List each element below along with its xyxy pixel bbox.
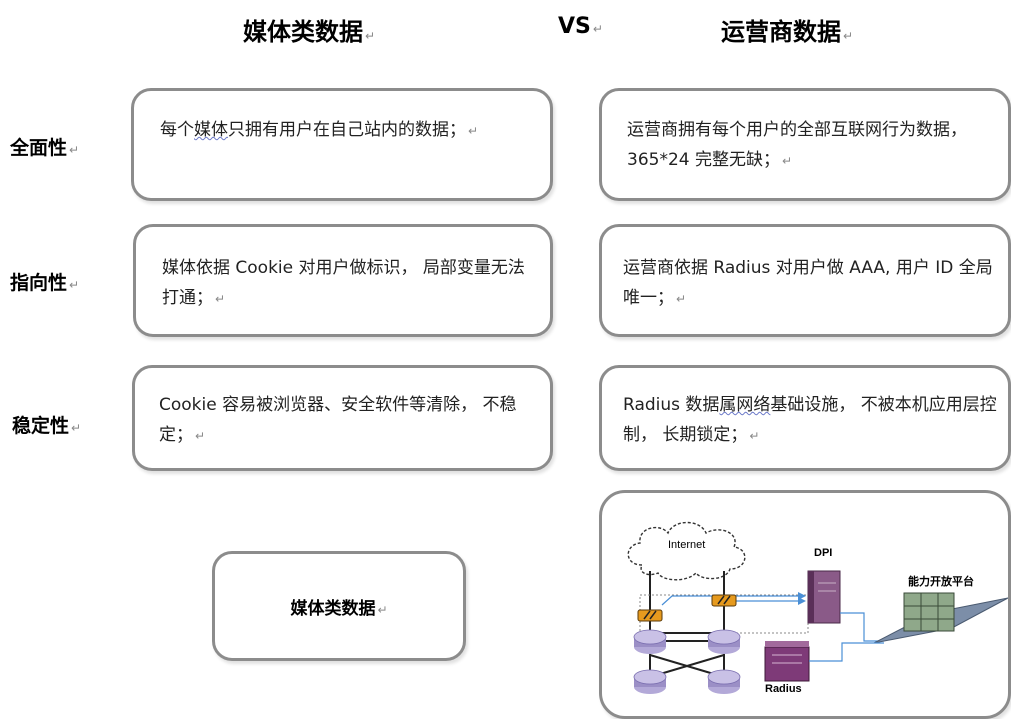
media-completeness-text: 每个媒体只拥有用户在自己站内的数据；↵: [160, 120, 479, 140]
open-platform-icon: [873, 592, 1008, 644]
router-icon-3: [633, 669, 667, 694]
header-media-title: 媒体类数据↵: [243, 18, 376, 46]
carrier-stability-card: Radius 数据属网络基础设施， 不被本机应用层控制， 长期锁定；↵: [599, 365, 1011, 471]
row-label-stability: 稳定性↵: [12, 415, 82, 437]
media-data-box-label: 媒体类数据↵: [290, 599, 388, 619]
carrier-stability-text: Radius 数据属网络基础设施， 不被本机应用层控制， 长期锁定；↵: [623, 395, 997, 445]
media-stability-text: Cookie 容易被浏览器、安全软件等清除， 不稳定；↵: [159, 395, 517, 445]
media-data-box: 媒体类数据↵: [212, 551, 466, 661]
row-label-completeness: 全面性↵: [10, 137, 80, 159]
internet-cloud-icon: [627, 521, 746, 581]
carrier-directivity-text: 运营商依据 Radius 对用户做 AAA, 用户 ID 全局唯一；↵: [623, 258, 993, 308]
internet-label: Internet: [668, 539, 706, 551]
row-label-directivity: 指向性↵: [10, 272, 80, 294]
router-icon-1: [633, 629, 667, 654]
carrier-completeness-text: 运营商拥有每个用户的全部互联网行为数据，365*24 完整无缺；↵: [627, 120, 967, 170]
dpi-server-icon: [807, 570, 841, 624]
radius-server-icon: [764, 641, 810, 682]
carrier-network-diagram: Internet DPI 能力开放平台 Radius: [599, 490, 1011, 719]
carrier-directivity-card: 运营商依据 Radius 对用户做 AAA, 用户 ID 全局唯一；↵: [599, 224, 1011, 337]
gateway-icon-left: [637, 609, 663, 622]
header-vs: VS↵: [558, 14, 603, 39]
media-directivity-card: 媒体依据 Cookie 对用户做标识， 局部变量无法打通；↵: [133, 224, 553, 337]
media-completeness-card: 每个媒体只拥有用户在自己站内的数据；↵: [131, 88, 553, 201]
radius-label: Radius: [765, 683, 802, 695]
platform-label: 能力开放平台: [908, 575, 974, 588]
gateway-icon-right: [711, 594, 737, 607]
media-stability-card: Cookie 容易被浏览器、安全软件等清除， 不稳定；↵: [132, 365, 553, 471]
router-icon-2: [707, 629, 741, 654]
header-carrier-title: 运营商数据↵: [721, 18, 854, 46]
media-directivity-text: 媒体依据 Cookie 对用户做标识， 局部变量无法打通；↵: [162, 258, 525, 308]
router-icon-4: [707, 669, 741, 694]
network-diagram-svg: [627, 521, 1008, 694]
carrier-completeness-card: 运营商拥有每个用户的全部互联网行为数据，365*24 完整无缺；↵: [599, 88, 1011, 201]
dpi-label: DPI: [814, 547, 833, 559]
